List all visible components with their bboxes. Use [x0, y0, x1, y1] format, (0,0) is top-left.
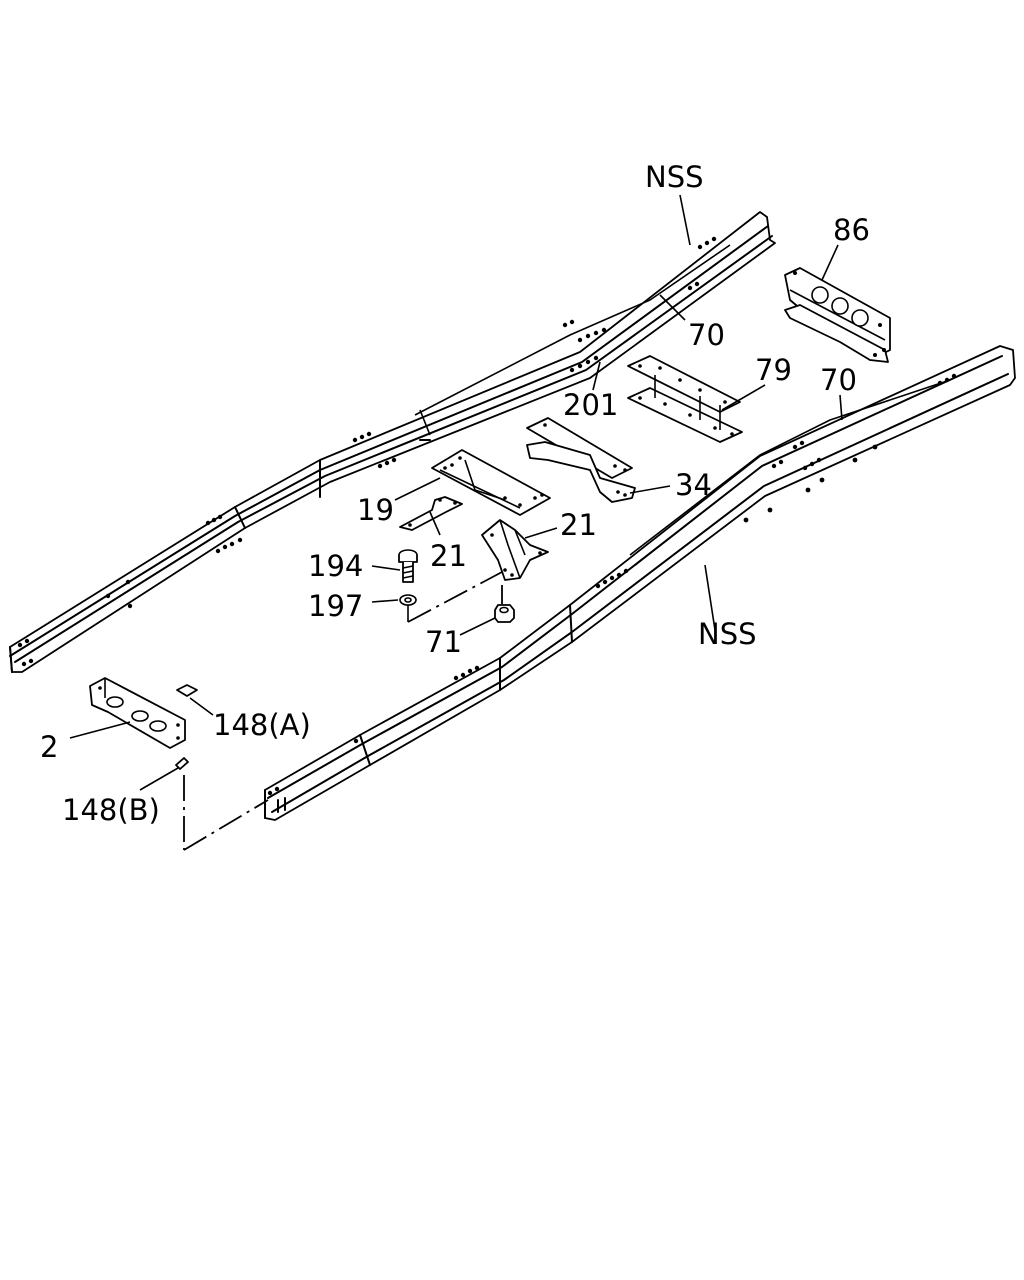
label-194: 194	[308, 549, 363, 583]
label-nss-bottom: NSS	[698, 617, 757, 651]
label-70-right: 70	[820, 363, 857, 397]
label-21-left: 21	[430, 539, 467, 573]
crossmember-79	[627, 355, 743, 443]
crossmember-86	[784, 267, 891, 363]
bracket-21-right	[481, 519, 549, 581]
right-side-rail	[264, 345, 1016, 821]
label-34: 34	[675, 468, 712, 502]
crossmember-19-holes	[443, 456, 544, 507]
nut-71	[494, 604, 515, 623]
label-nss-top: NSS	[645, 160, 704, 194]
label-21-right: 21	[560, 508, 597, 542]
leader-lines	[69, 194, 843, 791]
assembly-lines	[183, 571, 503, 851]
left-reinforcement-edge	[414, 244, 731, 416]
washer-197	[399, 594, 417, 606]
left-side-rail	[9, 211, 776, 673]
callout-labels: NSS 86 70 79 70 201 34 19 21 21 194 197 …	[40, 160, 870, 827]
label-71: 71	[425, 625, 462, 659]
label-197: 197	[308, 589, 363, 623]
bolt-194	[398, 549, 418, 583]
label-70-upper: 70	[688, 318, 725, 352]
label-148b: 148(B)	[62, 793, 160, 827]
plate-148a	[176, 684, 198, 697]
label-86: 86	[833, 213, 870, 247]
left-rail-holes	[17, 236, 717, 667]
label-79: 79	[755, 353, 792, 387]
crossmember-34	[526, 417, 636, 503]
crossmember-2	[89, 677, 186, 749]
right-reinforcement-edge	[629, 379, 951, 556]
bolt-148b	[175, 757, 189, 770]
crossmember-19	[431, 449, 551, 516]
right-rail-holes	[267, 373, 957, 796]
label-201: 201	[563, 388, 618, 422]
label-148a: 148(A)	[213, 708, 311, 742]
label-2: 2	[40, 730, 58, 764]
crossmember-79-holes	[638, 364, 734, 436]
label-19: 19	[357, 493, 394, 527]
